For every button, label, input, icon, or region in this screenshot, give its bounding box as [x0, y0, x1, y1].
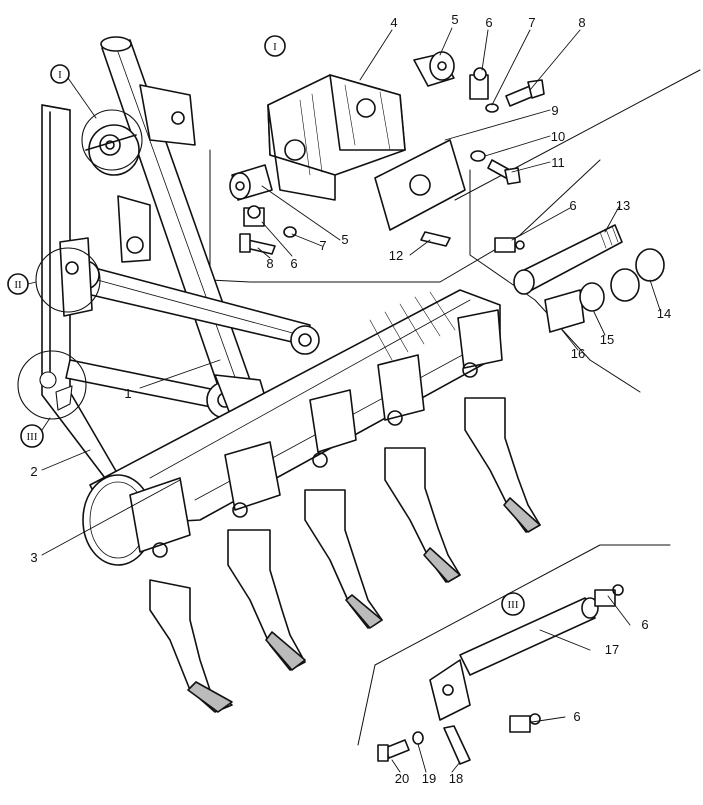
detail-mark-III-panel: III: [508, 599, 519, 611]
detail-mark-III-panel-ring: [501, 592, 525, 616]
part-6-fitting-lower: [243, 205, 265, 227]
part-6-fitting-shaft-top: [594, 584, 624, 607]
callout-2: 2: [30, 464, 37, 479]
callout-9: 9: [551, 103, 558, 118]
callout-14: 14: [657, 306, 671, 321]
callout-5-upper: 5: [451, 12, 458, 27]
callout-6-axle: 6: [569, 198, 576, 213]
shank-tines: [149, 397, 541, 713]
detail-mark-I-main: I: [58, 69, 62, 81]
part-20-bolt: [377, 739, 410, 762]
detail-I-parts: [229, 51, 545, 255]
callout-4: 4: [390, 15, 397, 30]
part-6-fitting-upper: [469, 67, 489, 100]
part-5-bushing-upper: [413, 51, 455, 87]
shank-1: [149, 579, 233, 713]
callout-10: 10: [551, 129, 565, 144]
callout-labels: 1 2 3 4 5 5 6 6 6 6 6 7 7 8 8 9 10 11 12…: [30, 12, 671, 786]
part-4-u-bracket: [267, 74, 406, 201]
part-12-pin: [420, 231, 451, 247]
callout-16: 16: [571, 346, 585, 361]
detail-III-parts: [377, 584, 624, 765]
callout-13: 13: [616, 198, 630, 213]
part-15-washer: [579, 282, 605, 312]
callout-12: 12: [389, 248, 403, 263]
part-5-bushing-lower: [229, 164, 273, 201]
callout-1: 1: [124, 386, 131, 401]
callout-5-lower: 5: [341, 232, 348, 247]
callout-6-shaft-bottom: 6: [573, 709, 580, 724]
callout-19: 19: [422, 771, 436, 786]
part-6-fitting-shaft-bottom: [509, 713, 541, 733]
part-14-nut-a: [610, 268, 640, 302]
callout-6-upper: 6: [485, 15, 492, 30]
shank-4: [384, 447, 461, 583]
callout-6-shaft-top: 6: [641, 617, 648, 632]
callout-15: 15: [600, 332, 614, 347]
part-16-sleeve: [544, 289, 585, 333]
callout-17: 17: [605, 642, 619, 657]
part-7-washer-lower: [283, 226, 297, 238]
part-13-axle: [513, 224, 623, 295]
callout-8-lower: 8: [266, 256, 273, 271]
part-6-fitting-axle: [494, 237, 525, 253]
callout-11: 11: [551, 155, 565, 170]
callout-7-lower: 7: [319, 238, 326, 253]
part-10-washer: [470, 150, 486, 162]
part-8-bolt-lower: [239, 233, 276, 255]
part-9-plate: [374, 139, 466, 231]
part-8-bolt-upper: [505, 79, 545, 107]
detail-mark-I-panel-ring: [264, 35, 286, 57]
detail-II-parts: [494, 224, 665, 333]
part-7-washer-upper: [485, 103, 499, 113]
detail-mark-III-main: III: [27, 431, 38, 443]
detail-panel-boundaries: [209, 69, 701, 746]
leader-lines: [41, 27, 661, 773]
part-17-end-plate: [429, 659, 471, 721]
detail-circles: [17, 109, 143, 420]
callout-7-upper: 7: [528, 15, 535, 30]
callout-6-lower: 6: [290, 256, 297, 271]
callout-8-upper: 8: [578, 15, 585, 30]
top-bracket-left: [85, 84, 196, 176]
callout-18: 18: [449, 771, 463, 786]
shank-3: [304, 489, 383, 629]
shank-2: [227, 529, 306, 671]
detail-mark-I-panel: I: [273, 41, 277, 53]
detail-mark-II: II: [14, 279, 22, 291]
detail-mark-III-main-ring: [20, 424, 44, 448]
beam-clamps: [129, 309, 503, 558]
shank-5: [464, 397, 541, 533]
callout-20: 20: [395, 771, 409, 786]
callout-3: 3: [30, 550, 37, 565]
part-19-washer: [412, 731, 424, 745]
part-11-bolt: [487, 159, 521, 185]
part-14-nut-b: [635, 248, 665, 282]
detail-marks: I I II III III: [7, 35, 525, 616]
part-17-shaft: [459, 597, 599, 676]
part-18-link: [443, 725, 471, 765]
side-brackets: [59, 195, 151, 317]
detail-mark-I-main-ring: [50, 64, 70, 84]
